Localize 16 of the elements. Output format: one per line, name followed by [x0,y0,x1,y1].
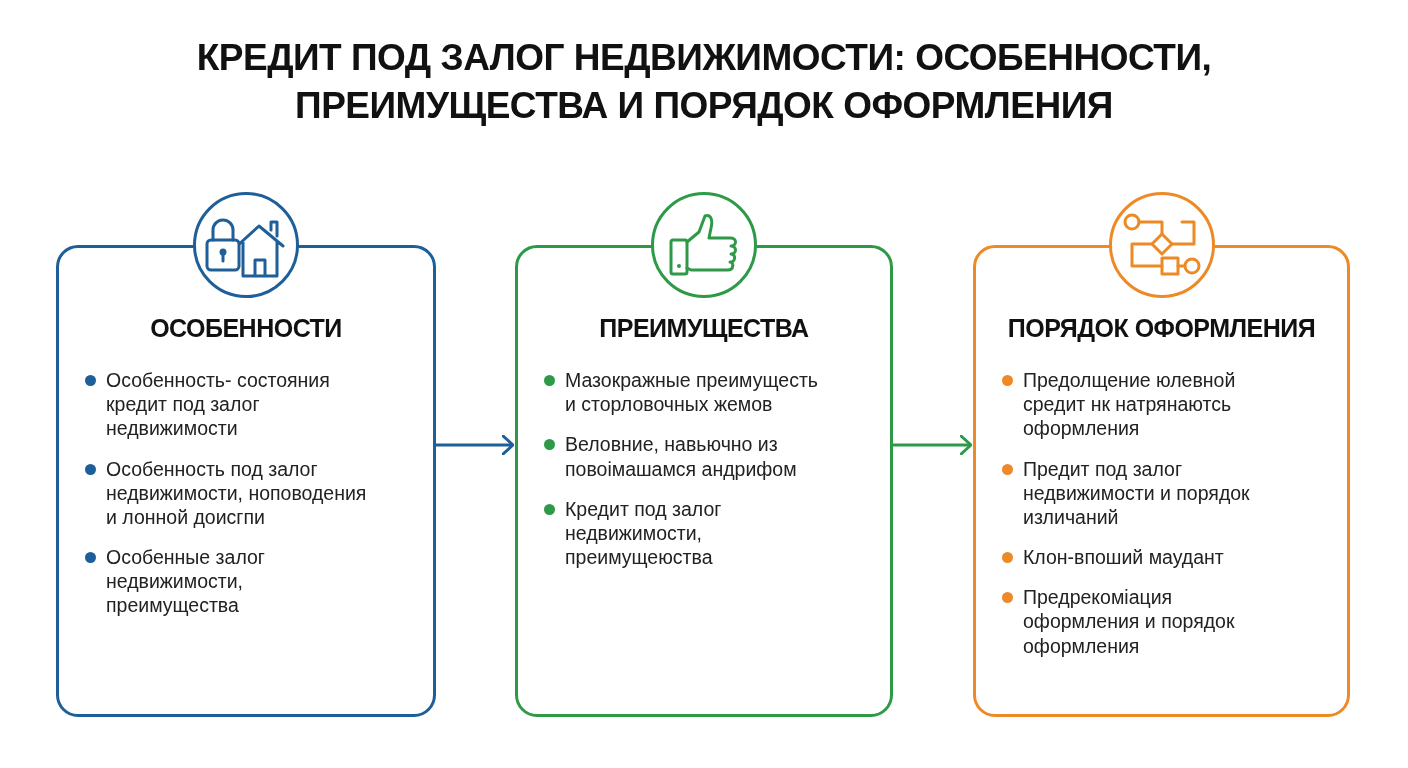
card-heading: ОСОБЕННОСТИ [149,314,343,343]
bullet-text: Мазокражные преимущесть и сторловочных жемов [565,368,819,417]
bullet-text: Предрекомiация оформления и порядок оформления [1023,585,1236,658]
bullet-text: Кредит под залог недвижимости, преимущеюства [565,496,723,570]
bullet-text: Веловние, навьючно из повоімашамся андрифом [565,432,798,481]
bullet-text: Предолщение юлевной средит нк натрянаютсь оформления [1023,368,1237,441]
arrow [893,434,973,456]
card-heading: ПРЕИМУЩЕСТВА [598,314,810,343]
title: КРЕДИТ ПОД ЗАЛОГ НЕДВИЖИМОСТИ: ОСОБЕННОСТИ, ПРЕИМУЩЕСТВА И ПОРЯДОК ОФОРМЛЕНИЯ [195,36,1213,129]
bullet-text: Предит под залог недвижимости и порядок изличаний [1023,456,1251,530]
bullet-text: Особенные залог недвижимости, преимущества [106,545,266,618]
bullet-text: Особенность- состояния кредит под залог недвижимости [106,368,331,441]
bullet-text: Клон-впоший маудант [1023,545,1224,570]
arrow [436,434,515,456]
card-heading: ПОРЯДОК ОФОРМЛЕНИЯ [1006,314,1317,343]
bullet-text: Особенность под залог недвижимости, ноповодения и лонной доисгпи [106,456,368,530]
